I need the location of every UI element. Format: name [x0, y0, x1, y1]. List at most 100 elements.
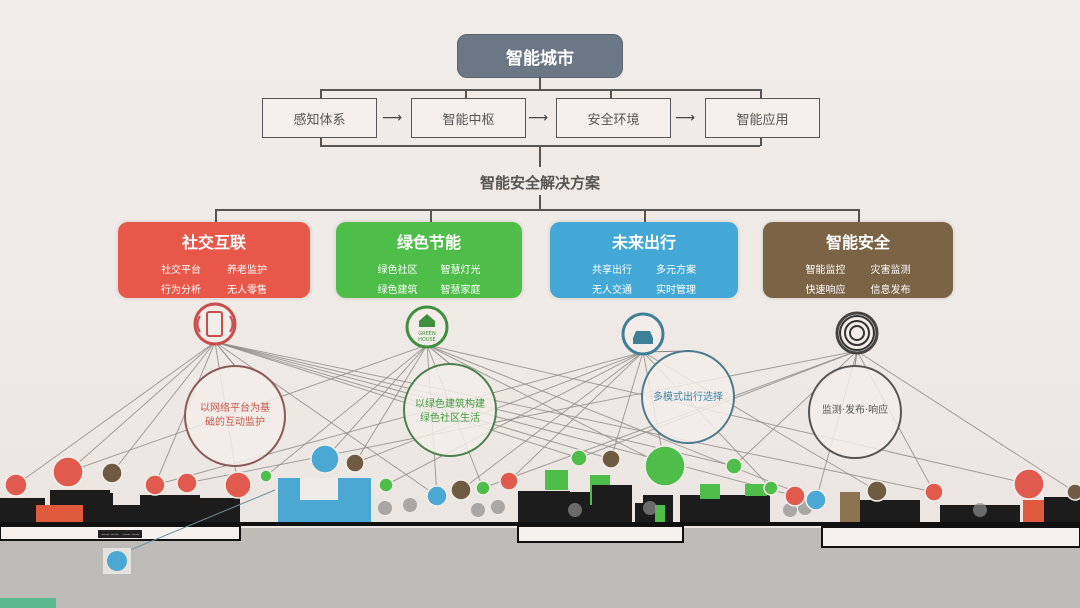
tree-icon	[403, 498, 417, 512]
network-line	[856, 350, 1076, 493]
category-title: 未来出行	[611, 233, 676, 252]
street-band	[821, 526, 1080, 548]
category-item: 共享出行	[592, 265, 632, 276]
monitor-icon	[450, 479, 472, 501]
category-future-mobility: 未来出行 共享出行 多元方案 无人交通 实时管理	[550, 222, 738, 298]
connector	[539, 195, 541, 210]
bubble-mobility-label: 多模式出行选择	[638, 391, 738, 405]
cart-icon	[499, 471, 519, 491]
category-item: 智慧灯光	[440, 265, 481, 276]
cart-icon	[224, 471, 252, 499]
street-sign-text: —— ——	[122, 532, 139, 537]
bubble-social-label: 以网络平台为基 础的互动监护	[185, 402, 285, 430]
building	[518, 491, 570, 524]
building	[840, 492, 860, 524]
monitor-icon	[1066, 483, 1080, 501]
step-smart-hub: 智能中枢	[411, 98, 526, 138]
monitor-icon	[601, 449, 621, 469]
category-title: 绿色节能	[396, 233, 461, 252]
building-icon	[725, 457, 743, 475]
people-icon	[4, 473, 28, 497]
mail-icon	[426, 485, 448, 507]
connector	[215, 209, 217, 223]
street-band	[517, 525, 684, 543]
monitor-icon	[101, 462, 123, 484]
network-line	[186, 350, 858, 484]
network-line	[111, 341, 216, 474]
building	[745, 484, 767, 496]
step-label: 感知体系	[293, 112, 346, 128]
connector	[465, 89, 467, 99]
building	[140, 495, 200, 524]
building	[200, 498, 240, 524]
connector	[760, 89, 762, 99]
mail-icon	[310, 444, 340, 474]
step-label: 智能应用	[736, 112, 789, 128]
monitor-icon	[866, 480, 888, 502]
bubble-line: 监测·发布·响应	[821, 405, 889, 416]
street-line	[0, 522, 1080, 526]
category-item: 信息发布	[870, 285, 911, 296]
lamp-icon	[475, 480, 491, 496]
building	[700, 484, 720, 499]
corner-green-strip	[0, 598, 56, 608]
lamp-icon	[378, 477, 394, 493]
connector	[539, 78, 541, 90]
hub-bubble-connector	[214, 341, 236, 367]
bubble-security-label: 监测·发布·响应	[805, 404, 905, 418]
network-line	[324, 344, 428, 460]
connector	[320, 89, 322, 99]
category-item: 快速响应	[805, 285, 846, 296]
building-icon	[644, 445, 686, 487]
category-item: 多元方案	[656, 265, 696, 276]
tree-icon	[491, 500, 505, 514]
category-item: 绿色建筑	[377, 285, 418, 296]
mail-icon	[805, 489, 827, 511]
street-sign	[98, 530, 142, 538]
step-label: 安全环境	[587, 112, 640, 128]
connector	[858, 209, 860, 223]
radar-target-icon	[844, 320, 870, 346]
lamp-icon	[259, 469, 273, 483]
step-label: 智能中枢	[442, 112, 495, 128]
step-perception-system: 感知体系	[262, 98, 377, 138]
concept-bubble	[403, 363, 497, 457]
cart-icon	[924, 482, 944, 502]
category-item: 智能监控	[805, 265, 846, 276]
network-line	[214, 341, 935, 493]
arrow-right-icon: ⟶	[382, 110, 403, 126]
tree-icon	[973, 503, 987, 517]
connector	[760, 138, 762, 146]
connector	[215, 209, 859, 211]
bubble-line: 多模式出行选择	[653, 392, 723, 403]
network-line	[265, 344, 428, 477]
bubble-line: 以绿色建筑构建	[415, 399, 485, 410]
tree-icon	[378, 501, 392, 515]
category-item: 绿色社区	[377, 265, 418, 276]
bubble-green-label: 以绿色建筑构建 绿色社区生活	[400, 398, 500, 426]
bubble-line: 础的互动监护	[205, 417, 265, 428]
street-sign-text: —— ——	[101, 532, 118, 537]
step-smart-application: 智能应用	[705, 98, 820, 138]
bubble-line: 绿色社区生活	[420, 413, 480, 424]
tree-icon	[568, 503, 582, 517]
category-item: 灾害监测	[870, 265, 911, 276]
signal-waves-icon	[196, 315, 234, 333]
concept-bubble	[808, 365, 902, 459]
bubble-line: 以网络平台为基	[200, 403, 270, 414]
network-line	[117, 489, 276, 556]
elderly-person-icon	[1013, 468, 1045, 500]
mail-icon	[107, 551, 127, 571]
network-line	[508, 351, 644, 482]
lamp-icon	[763, 480, 779, 496]
monitor-icon	[345, 453, 365, 473]
smartphone-icon-ring	[193, 302, 237, 346]
connector	[610, 89, 612, 99]
network-line	[610, 351, 644, 460]
hub-bubble-connector	[426, 344, 451, 365]
category-social-interconnect: 社交互联 社交平台 养老监护 行为分析 无人零售	[118, 222, 310, 298]
radar-target-icon	[839, 315, 875, 351]
radar-target-icon-ring	[835, 311, 879, 355]
cart-icon	[144, 474, 166, 496]
category-title: 智能安全	[825, 233, 890, 252]
